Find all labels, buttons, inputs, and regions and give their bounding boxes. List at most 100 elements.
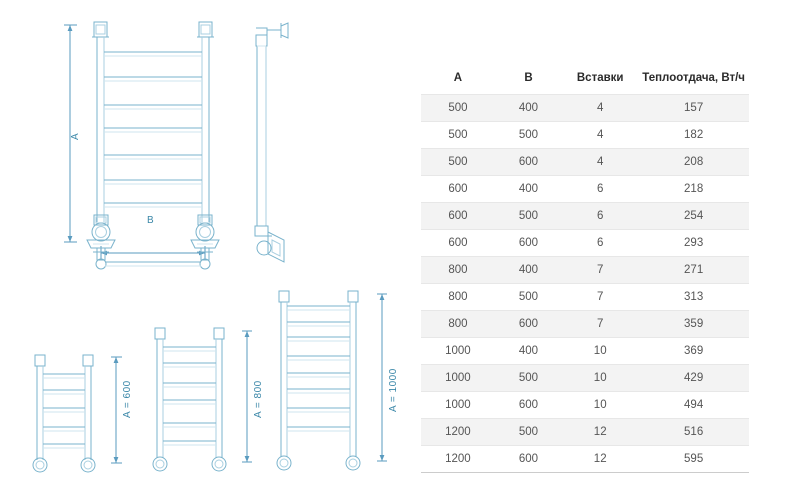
side-profile-view xyxy=(254,22,289,263)
wall-bracket-right xyxy=(190,239,220,270)
cell-a: 800 xyxy=(421,310,495,338)
cell-heat: 182 xyxy=(638,121,749,149)
variant-view-1000 xyxy=(276,290,387,471)
cell-inserts: 7 xyxy=(562,283,639,311)
cell-heat: 516 xyxy=(638,418,749,446)
dimension-label-b-main: B xyxy=(147,215,155,226)
cell-heat: 369 xyxy=(638,337,749,365)
cell-inserts: 10 xyxy=(562,337,639,365)
cell-b: 400 xyxy=(494,175,563,203)
column-header-inserts: Вставки xyxy=(562,64,639,95)
cell-a: 800 xyxy=(421,283,495,311)
cell-inserts: 4 xyxy=(562,94,639,122)
cell-b: 600 xyxy=(494,148,563,176)
column-header-heat: Теплоотдача, Вт/ч xyxy=(638,64,749,95)
cell-inserts: 6 xyxy=(562,202,639,230)
cell-b: 400 xyxy=(494,337,563,365)
variant-view-800 xyxy=(152,327,252,472)
main-front-view xyxy=(91,21,215,242)
table-header-row: A B Вставки Теплоотдача, Вт/ч xyxy=(421,64,749,95)
cell-a: 500 xyxy=(421,148,495,176)
cell-b: 500 xyxy=(494,283,563,311)
cell-inserts: 4 xyxy=(562,148,639,176)
variant-view-600 xyxy=(32,354,122,473)
cell-inserts: 7 xyxy=(562,256,639,284)
cell-heat: 218 xyxy=(638,175,749,203)
vertical-rails xyxy=(96,37,210,222)
cell-a: 600 xyxy=(421,229,495,257)
cell-heat: 359 xyxy=(638,310,749,338)
cell-heat: 429 xyxy=(638,364,749,392)
cell-heat: 157 xyxy=(638,94,749,122)
cell-a: 1200 xyxy=(421,418,495,446)
bottom-valve-right xyxy=(195,214,215,242)
cell-heat: 494 xyxy=(638,391,749,419)
cell-b: 600 xyxy=(494,445,563,473)
cell-b: 600 xyxy=(494,229,563,257)
cell-heat: 313 xyxy=(638,283,749,311)
cell-b: 400 xyxy=(494,256,563,284)
cell-a: 500 xyxy=(421,94,495,122)
dimension-label-variant-600: A = 600 xyxy=(122,380,133,418)
cell-a: 600 xyxy=(421,175,495,203)
cell-b: 600 xyxy=(494,391,563,419)
cell-a: 1200 xyxy=(421,445,495,473)
cell-b: 500 xyxy=(494,202,563,230)
cell-inserts: 12 xyxy=(562,418,639,446)
dimension-a-main xyxy=(64,24,77,243)
dimension-label-a-main: A xyxy=(70,132,81,140)
dimension-label-variant-1000: A = 1000 xyxy=(388,368,399,412)
cell-a: 600 xyxy=(421,202,495,230)
cell-b: 500 xyxy=(494,121,563,149)
cell-inserts: 7 xyxy=(562,310,639,338)
cell-a: 500 xyxy=(421,121,495,149)
top-connector-right xyxy=(197,21,214,38)
table-header: A B Вставки Теплоотдача, Вт/ч xyxy=(421,64,749,95)
cell-b: 600 xyxy=(494,310,563,338)
wall-bracket-left xyxy=(86,239,116,270)
cell-a: 1000 xyxy=(421,337,495,365)
cell-heat: 208 xyxy=(638,148,749,176)
cell-b: 400 xyxy=(494,94,563,122)
cell-b: 500 xyxy=(494,418,563,446)
cell-b: 500 xyxy=(494,364,563,392)
cell-heat: 293 xyxy=(638,229,749,257)
cell-heat: 271 xyxy=(638,256,749,284)
drawing-svg xyxy=(32,21,387,473)
column-header-a: A xyxy=(421,64,495,95)
cell-a: 1000 xyxy=(421,364,495,392)
cell-heat: 595 xyxy=(638,445,749,473)
cell-inserts: 12 xyxy=(562,445,639,473)
cell-inserts: 6 xyxy=(562,175,639,203)
cell-inserts: 10 xyxy=(562,391,639,419)
dimension-b-main xyxy=(100,246,206,259)
cell-inserts: 10 xyxy=(562,364,639,392)
bottom-plan-view xyxy=(86,239,220,270)
cell-inserts: 6 xyxy=(562,229,639,257)
technical-drawing-area: A B A = 600 A = 800 A = 1000 xyxy=(32,21,399,473)
column-header-b: B xyxy=(494,64,563,95)
cell-heat: 254 xyxy=(638,202,749,230)
bottom-valve-left xyxy=(91,214,111,242)
cell-inserts: 4 xyxy=(562,121,639,149)
dimension-label-variant-800: A = 800 xyxy=(253,380,264,418)
top-connector-left xyxy=(92,21,109,38)
horizontal-rungs xyxy=(104,51,202,208)
